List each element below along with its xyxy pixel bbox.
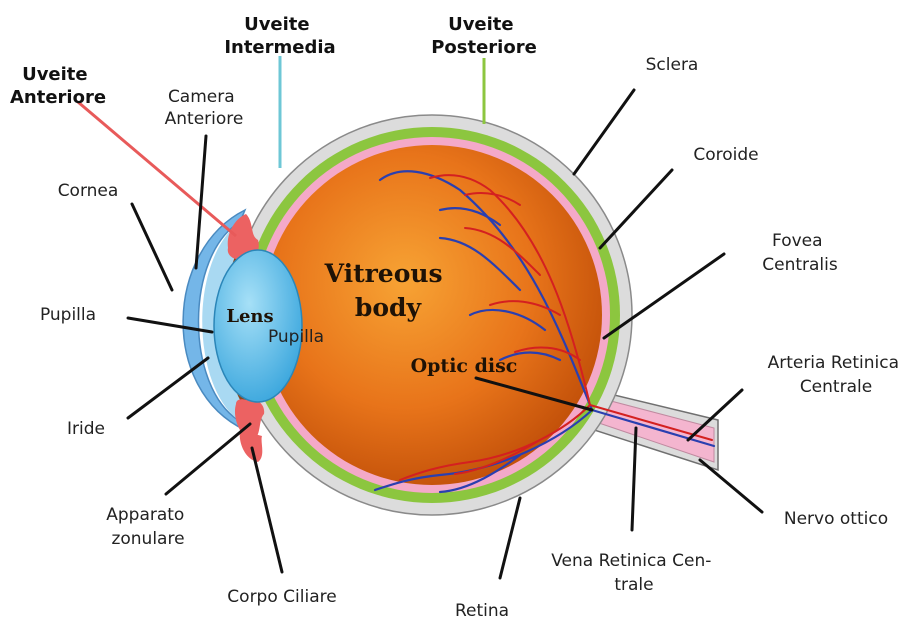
label-arteria-retinica: Arteria Retinica Centrale bbox=[768, 353, 905, 397]
retina-leader bbox=[500, 498, 520, 578]
label-uveite-posteriore: Uveite Posteriore bbox=[431, 14, 537, 58]
label-corpo-ciliare: Corpo Ciliare bbox=[227, 587, 336, 607]
corpo-ciliare-leader bbox=[252, 448, 282, 572]
coroide-leader bbox=[600, 170, 672, 248]
label-retina: Retina bbox=[455, 601, 509, 621]
label-coroide: Coroide bbox=[693, 145, 758, 165]
label-uveite-anteriore: Uveite Anteriore bbox=[10, 64, 106, 108]
label-vena-retinica: Vena Retinica Cen- trale bbox=[551, 551, 717, 595]
label-pupilla-inner: Pupilla bbox=[268, 327, 324, 347]
label-apparato-zonulare: Apparato zonulare bbox=[106, 505, 190, 549]
label-pupilla-left: Pupilla bbox=[40, 305, 96, 325]
iride-leader bbox=[128, 358, 208, 418]
apparato-zonulare-leader bbox=[166, 424, 250, 494]
label-iride: Iride bbox=[67, 419, 105, 439]
vena-retinica-leader bbox=[632, 428, 636, 530]
label-cornea: Cornea bbox=[58, 181, 119, 201]
label-optic-disc: Optic disc bbox=[411, 355, 518, 377]
sclera-leader bbox=[574, 90, 634, 174]
label-fovea-centralis: Fovea Centralis bbox=[762, 231, 838, 275]
pupilla-leader bbox=[128, 318, 212, 332]
label-sclera: Sclera bbox=[646, 55, 699, 75]
nervo-ottico-leader bbox=[700, 460, 762, 512]
cornea-leader bbox=[132, 204, 172, 290]
label-nervo-ottico: Nervo ottico bbox=[784, 509, 888, 529]
label-uveite-intermedia: Uveite Intermedia bbox=[224, 14, 335, 58]
label-lens: Lens bbox=[226, 306, 273, 327]
label-camera-anteriore: Camera Anteriore bbox=[165, 87, 244, 129]
